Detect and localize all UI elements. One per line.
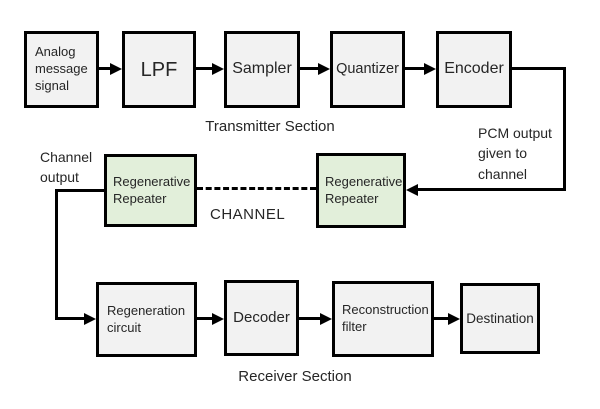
arrowhead-into-right-repeater	[406, 184, 418, 196]
arrowhead-into-quantizer	[318, 63, 330, 75]
block-quantizer: Quantizer	[330, 31, 405, 108]
block-label: Analog message signal	[35, 44, 88, 93]
block-lpf: LPF	[122, 31, 196, 108]
arrowhead-into-destination	[448, 313, 460, 325]
connector-encoder-out-horizontal	[511, 67, 566, 70]
block-regeneration-circuit: Regeneration circuit	[96, 282, 197, 357]
block-reconstruction-filter: Reconstruction filter	[332, 281, 434, 357]
block-decoder: Decoder	[224, 280, 299, 356]
arrowhead-into-regeneration	[84, 313, 96, 325]
connector-reconstruction-to-destination	[433, 317, 450, 320]
arrowhead-into-sampler	[212, 63, 224, 75]
connector-analog-to-lpf	[98, 67, 114, 70]
block-label: Reconstruction filter	[342, 302, 429, 334]
receiver-section-label: Receiver Section	[238, 368, 352, 385]
dashed-channel-line	[197, 187, 316, 190]
block-sampler: Sampler	[224, 31, 300, 108]
block-label: Decoder	[233, 309, 290, 327]
block-label: Quantizer	[336, 61, 399, 78]
connector-decoder-to-reconstruction	[298, 317, 322, 320]
block-encoder: Encoder	[436, 31, 512, 108]
block-label: Encoder	[444, 60, 504, 78]
arrowhead-into-lpf	[110, 63, 122, 75]
block-label: LPF	[140, 58, 178, 81]
block-label: Sampler	[232, 60, 292, 78]
connector-into-right-repeater	[416, 188, 566, 191]
connector-into-regeneration	[55, 317, 85, 320]
connector-regeneration-to-decoder	[196, 317, 214, 320]
block-label: Regenerative Repeater	[113, 173, 191, 206]
block-regenerative-repeater-left: Regenerative Repeater	[104, 154, 197, 227]
block-analog-message-signal: Analog message signal	[24, 31, 99, 108]
channel-label: CHANNEL	[210, 206, 286, 223]
block-label: Destination	[466, 310, 534, 326]
channel-output-label: Channel output	[40, 149, 93, 186]
arrowhead-into-encoder	[424, 63, 436, 75]
connector-left-repeater-out	[55, 189, 104, 192]
arrowhead-into-reconstruction	[320, 313, 332, 325]
block-label: Regenerative Repeater	[325, 173, 403, 206]
connector-quantizer-to-encoder	[404, 67, 426, 70]
connector-encoder-out-vertical	[563, 67, 566, 191]
block-label: Regeneration circuit	[107, 302, 186, 335]
arrowhead-into-decoder	[212, 313, 224, 325]
connector-sampler-to-quantizer	[299, 67, 320, 70]
pcm-output-label: PCM output given to channel	[478, 125, 552, 182]
transmitter-section-label: Transmitter Section	[205, 118, 335, 135]
connector-channel-output-vertical	[55, 189, 58, 320]
connector-lpf-to-sampler	[195, 67, 214, 70]
block-destination: Destination	[460, 283, 540, 354]
block-regenerative-repeater-right: Regenerative Repeater	[316, 153, 406, 228]
